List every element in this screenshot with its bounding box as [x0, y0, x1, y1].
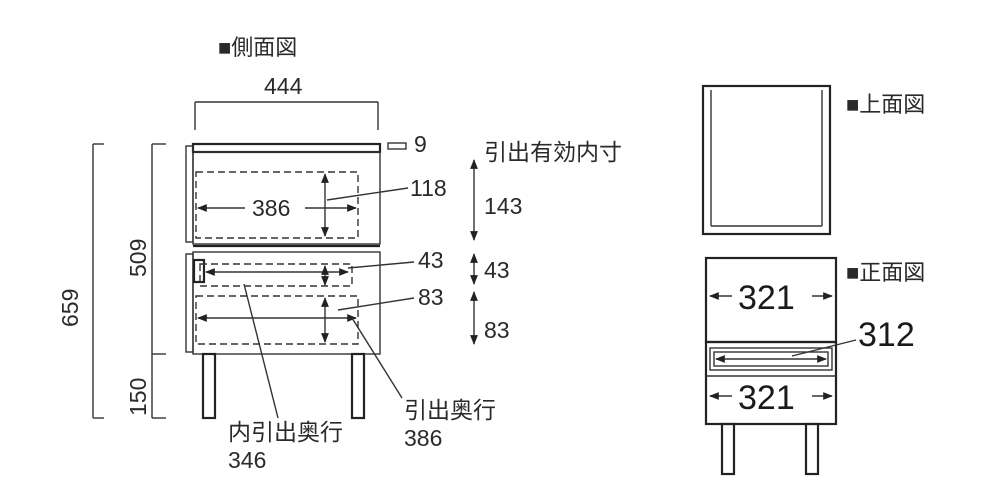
top-view: ■上面図 [701, 84, 925, 236]
lower-drawer-dashed [195, 295, 359, 345]
upper-drawer-dashed [195, 171, 359, 239]
side-leg-front [201, 352, 217, 420]
total-height-value: 659 [57, 289, 83, 327]
top-thickness-callout: 9 [387, 131, 427, 157]
front-lower-section [704, 340, 838, 426]
front-small-drawer [709, 347, 833, 371]
top-view-title: ■上面図 [846, 92, 925, 117]
side-cabinet: 386 [185, 142, 382, 420]
top-thickness-value: 9 [414, 131, 427, 157]
side-leg-back [350, 352, 366, 420]
front-upper-width: 321 [738, 279, 795, 317]
inner-small-value: 43 [484, 257, 510, 283]
side-view: ■側面図 444 [57, 35, 622, 473]
side-view-title: ■側面図 [218, 35, 297, 60]
drawer-depth-label: 引出奥行 [404, 397, 496, 423]
front-leg-right [804, 422, 820, 476]
front-small-drawer-inner [713, 351, 829, 367]
leg-height-dimension: 150 [125, 354, 166, 419]
width-dimension: 444 [194, 73, 379, 130]
front-view: ■正面図 321 312 321 [704, 256, 925, 476]
upper-drawer-depth: 386 [252, 195, 290, 221]
upper-drawer-front-edge [185, 145, 194, 243]
inner-depth-value: 346 [228, 447, 266, 473]
inner-depth-label: 内引出奥行 [228, 419, 343, 445]
front-lower-width: 321 [738, 379, 795, 417]
front-leg-left [720, 422, 736, 476]
small-drawer-height: 43 [418, 247, 444, 273]
top-board [191, 142, 382, 154]
drawer-depth-value: 386 [404, 425, 442, 451]
total-height-dimension: 659 [57, 143, 104, 419]
leg-height-value: 150 [125, 378, 151, 416]
top-view-outline [701, 84, 832, 236]
upper-drawer-height: 118 [410, 175, 447, 201]
lower-drawer-front-edge [185, 253, 194, 353]
inner-size-label: 引出有効内寸 [484, 139, 622, 165]
body-height-dimension: 509 [125, 143, 166, 355]
front-view-title: ■正面図 [846, 260, 925, 285]
small-drawer-dashed [199, 263, 353, 287]
small-drawer-handle [192, 258, 206, 284]
inner-upper-value: 143 [484, 193, 522, 219]
front-middle-width: 312 [858, 316, 915, 354]
lower-drawer-height: 83 [418, 284, 444, 310]
inner-lower-value: 83 [484, 317, 510, 343]
body-height-value: 509 [125, 239, 151, 277]
width-value: 444 [264, 73, 303, 99]
